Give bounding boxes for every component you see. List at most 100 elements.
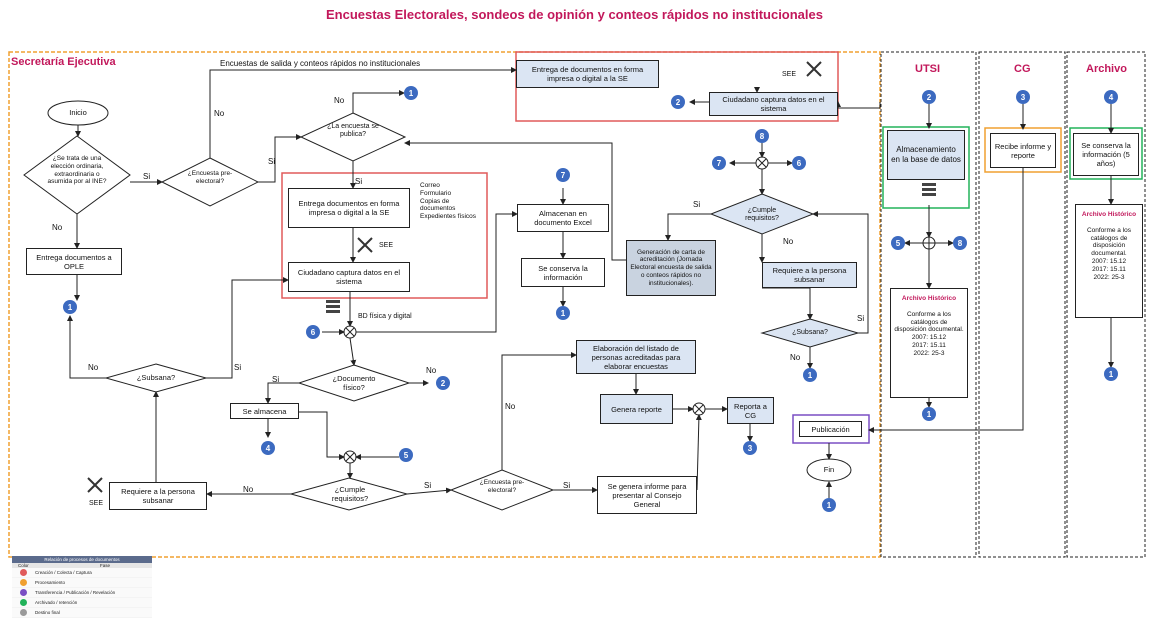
legend-row-text: Destino final <box>35 610 60 615</box>
legend-columns: Color Fase <box>12 563 152 568</box>
decision-subsana-1: ¿Subsana? <box>136 373 176 382</box>
entrega-docs-box: Entrega documentos en forma impresa o di… <box>288 188 410 228</box>
legend-col-fase: Fase <box>99 563 110 568</box>
lane-title-utsi: UTSI <box>915 63 941 75</box>
label-si: Si <box>268 157 276 166</box>
connector-4: 4 <box>1104 90 1118 104</box>
label-no: No <box>505 402 516 411</box>
merge-8 <box>755 156 769 170</box>
connector-1: 1 <box>803 368 817 382</box>
entrega-ople-box: Entrega documentos a OPLE <box>26 248 122 275</box>
edge-merge-docfisico <box>349 337 357 366</box>
doc-list-item: Formulario <box>420 189 452 197</box>
doc-list-item: Expedientes físicos <box>420 213 477 221</box>
merge-utsi <box>922 236 936 250</box>
archivo-historico-utsi-title: Archivo Histórico <box>901 295 957 302</box>
lane-archivo-frame <box>1066 51 1146 558</box>
legend-row: Transferencia / Publicación / Revelación <box>12 588 152 598</box>
edge-subsana1-si <box>206 277 289 379</box>
label-si: Si <box>424 481 432 490</box>
inicio-node: Inicio <box>69 108 87 117</box>
requiere-box-2: Requiere a la persona subsanar <box>109 482 207 510</box>
see-label-2: SEE <box>782 71 797 78</box>
legend-dot <box>20 609 27 616</box>
connector-2: 2 <box>922 90 936 104</box>
edge-publica-no <box>352 90 405 113</box>
doc-list-item: Copias de documentos <box>420 197 456 213</box>
diamond-preelectoral-2 <box>449 469 555 511</box>
edge-cumple2-pre2 <box>406 487 452 495</box>
lane-title-archivo: Archivo <box>1086 63 1127 75</box>
se-almacena-box: Se almacena <box>230 403 299 419</box>
connector-6: 6 <box>306 325 320 339</box>
requiere-box-1: Requiere a la persona subsanar <box>762 262 857 288</box>
edge-utsi-to-captura <box>835 101 881 109</box>
label-no: No <box>214 109 225 118</box>
doc-list: Correo Formulario Copias de documentos E… <box>420 182 484 221</box>
label-si: Si <box>563 481 571 490</box>
connector-7: 7 <box>712 156 726 170</box>
reporta-cg-box: Reporta a CG <box>727 397 774 424</box>
edge-pre1-publica <box>258 134 302 183</box>
group-red-main <box>281 172 488 299</box>
decision-preelectoral-1-label: ¿Encuesta pre-electoral? <box>187 170 233 185</box>
edge-subsana1-c1 <box>67 315 106 379</box>
label-no: No <box>52 223 63 232</box>
archivo-historico-archivo-year: 2017: 15.11 <box>1092 265 1126 273</box>
edge-pre1-top <box>209 67 517 158</box>
edge-requiere-subsana <box>762 287 813 320</box>
connector-1: 1 <box>63 300 77 314</box>
connector-4: 4 <box>261 441 275 455</box>
decision-preelectoral-2-label: ¿Encuesta pre-electoral? <box>479 479 525 494</box>
see-label-3: SEE <box>89 500 104 507</box>
edge-carta-publica <box>404 140 626 261</box>
almacenan-excel-box: Almacenan en documento Excel <box>517 204 609 232</box>
connector-5: 5 <box>891 236 905 250</box>
legend-row: Archivado / retención <box>12 598 152 608</box>
connector-2: 2 <box>436 376 450 390</box>
legend-row: Procesamiento <box>12 578 152 588</box>
decision-publica: ¿La encuesta se publica? <box>327 123 379 139</box>
edge-docfisico-si <box>265 382 299 404</box>
lane-se-frame <box>8 51 881 558</box>
bd-label: BD física y digital <box>358 313 412 320</box>
decision-eleccion: ¿Se trata de una elección ordinaria, ext… <box>47 155 107 186</box>
diamond-preelectoral-1 <box>160 157 260 207</box>
publicacion-box: Publicación <box>799 421 862 437</box>
legend-dot <box>20 599 27 606</box>
edge-subsana-si <box>812 211 869 334</box>
archivo-historico-utsi-year: 2022: 25-3 <box>913 349 945 357</box>
diamond-doc-fisico <box>297 364 411 402</box>
diamond-cumple-2 <box>289 477 409 511</box>
edge-pre2-elaboracion <box>501 352 577 470</box>
elaboracion-box: Elaboración del listado de personas acre… <box>576 340 696 374</box>
database-icon-1 <box>326 300 340 313</box>
label-si: Si <box>857 314 865 323</box>
decision-preelectoral-2: ¿Encuesta pre-electoral? <box>474 479 530 495</box>
lane-utsi-frame <box>880 51 977 558</box>
label-si: Si <box>355 177 363 186</box>
legend-dot <box>20 569 27 576</box>
doc-list-item: Correo <box>420 182 440 189</box>
label-no: No <box>790 353 801 362</box>
connector-3: 3 <box>1016 90 1030 104</box>
captura-box: Ciudadano captura datos en el sistema <box>288 262 410 292</box>
group-green-archivo <box>1069 127 1143 180</box>
connector-1: 1 <box>822 498 836 512</box>
archivo-historico-utsi-year: 2017: 15.11 <box>912 341 946 349</box>
connector-2: 2 <box>671 95 685 109</box>
conserva-5-box: Se conserva la información (5 años) <box>1073 133 1139 176</box>
legend-row-text: Archivado / retención <box>35 600 78 605</box>
edge-cumple-carta <box>665 213 711 241</box>
lane-cg-frame <box>978 51 1066 558</box>
decision-preelectoral-1: ¿Encuesta pre-electoral? <box>180 170 240 186</box>
legend-col-color: Color <box>18 563 29 568</box>
legend: Relación de procesos de documentos Color… <box>12 556 152 618</box>
lane-title-cg: CG <box>1014 63 1031 75</box>
label-no: No <box>334 96 345 105</box>
fin-node: Fin <box>823 465 835 474</box>
archivo-historico-utsi-year: 2007: 15.12 <box>911 334 947 342</box>
archivo-historico-archivo-body: Conforme a los catálogos de disposición … <box>1086 226 1132 258</box>
edge-cg-box-publicacion <box>868 168 1024 433</box>
